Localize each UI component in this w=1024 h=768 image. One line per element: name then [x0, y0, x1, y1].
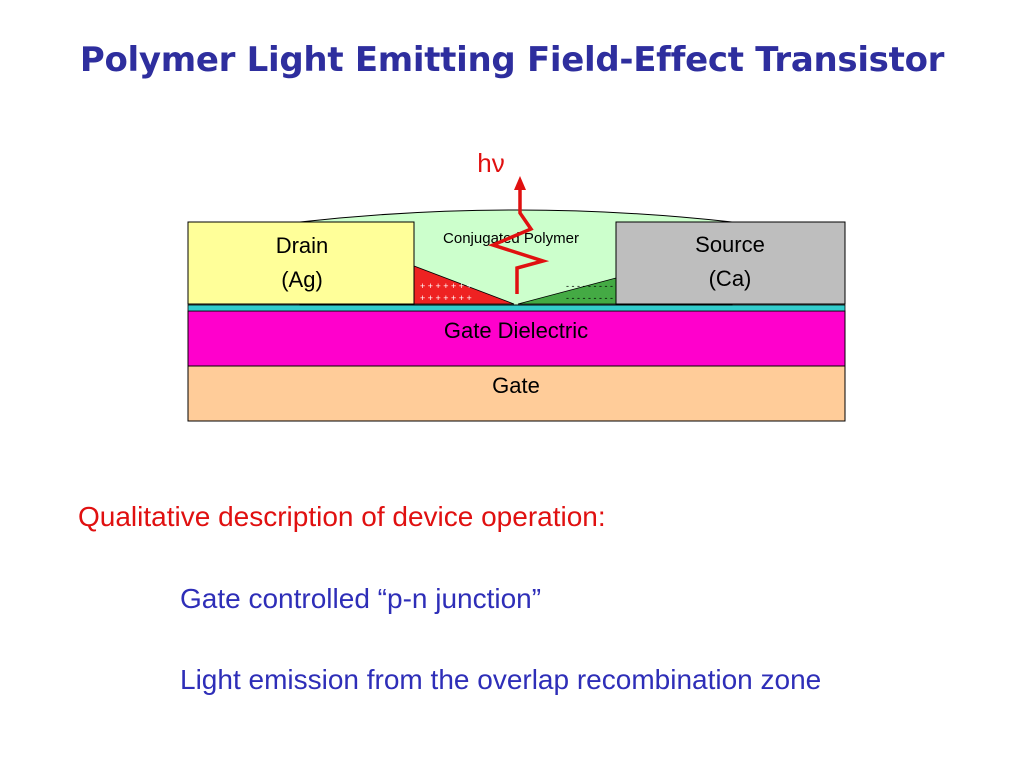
drain-electrode: [187, 221, 415, 305]
drain-material: (Ag): [281, 267, 323, 292]
photon-label: hν: [477, 148, 504, 178]
electron-charges-top: - - - - - - - - -: [566, 281, 613, 291]
gate-layer: [187, 365, 846, 422]
source-material: (Ca): [709, 266, 752, 291]
interface-layer: [187, 304, 846, 312]
photon-arrowhead: [514, 176, 526, 190]
hole-charges-bottom: + + + + + + +: [420, 293, 472, 303]
description-point: Gate controlled “p-n junction”: [180, 583, 542, 614]
hole-charges-top: + + + + + + +: [420, 281, 472, 291]
source-electrode: [615, 221, 846, 305]
description-point: Light emission from the overlap recombin…: [180, 664, 822, 695]
gate-label: Gate: [492, 373, 540, 398]
photon-emission-arrow: [487, 187, 550, 294]
electron-charges-bottom: - - - - - - - - -: [566, 293, 613, 303]
gate-dielectric-label: Gate Dielectric: [444, 318, 588, 343]
slide-title: Polymer Light Emitting Field-Effect Tran…: [79, 40, 945, 80]
description-heading: Qualitative description of device operat…: [78, 501, 606, 532]
drain-label: Drain: [276, 233, 329, 258]
source-label: Source: [695, 232, 765, 257]
